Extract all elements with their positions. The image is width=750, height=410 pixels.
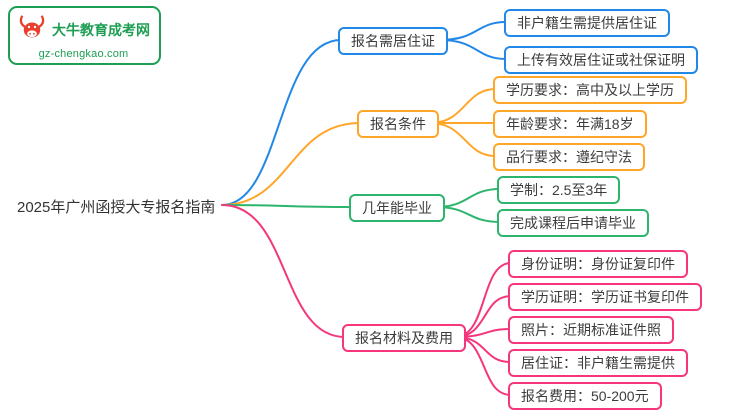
connector-line [435, 206, 501, 223]
leaf-node: 非户籍生需提供居住证 [504, 9, 670, 37]
leaf-node: 身份证明：身份证复印件 [508, 250, 688, 278]
leaf-node: 完成课程后申请毕业 [497, 209, 649, 237]
leaf-node: 学历要求：高中及以上学历 [493, 76, 687, 104]
connector-line [221, 204, 346, 338]
leaf-node: 居住证：非户籍生需提供 [508, 349, 688, 377]
connector-line [435, 188, 501, 208]
branch-graduation-time: 几年能毕业 [349, 194, 445, 222]
branch-materials-fees: 报名材料及费用 [342, 324, 466, 352]
leaf-node: 学制：2.5至3年 [497, 176, 621, 204]
connector-line [429, 122, 497, 157]
branch-requirements: 报名条件 [357, 110, 439, 138]
leaf-node: 年龄要求：年满18岁 [493, 110, 647, 138]
connector-line [429, 88, 497, 124]
root-node: 2025年广州函授大专报名指南 [14, 195, 219, 218]
leaf-node: 报名费用：50-200元 [508, 382, 662, 410]
leaf-node: 照片：近期标准证件照 [508, 316, 674, 344]
leaf-node: 上传有效居住证或社保证明 [504, 46, 698, 74]
connector-line [221, 122, 361, 206]
connector-line [439, 39, 507, 60]
logo-row: 大牛教育成考网 [17, 12, 150, 47]
branch-residence-permit: 报名需居住证 [338, 27, 448, 55]
site-logo: 大牛教育成考网 gz-chengkao.com [8, 6, 161, 65]
connector-line [439, 21, 507, 41]
connector-line [221, 39, 342, 206]
connector-line [221, 204, 353, 208]
logo-title: 大牛教育成考网 [52, 21, 150, 38]
leaf-node: 学历证明：学历证书复印件 [508, 283, 702, 311]
leaf-node: 品行要求：遵纪守法 [493, 143, 645, 171]
bull-icon [17, 12, 47, 47]
logo-domain: gz-chengkao.com [38, 48, 129, 60]
